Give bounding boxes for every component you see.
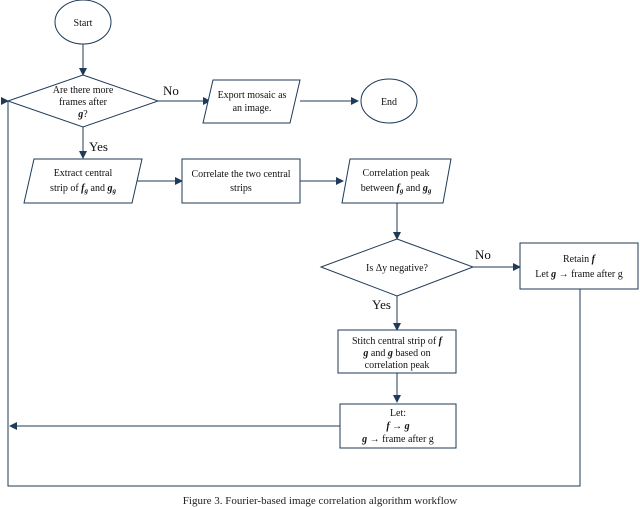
peak-line1: Correlation peak	[363, 168, 430, 179]
label-yes-dy-negative: Yes	[372, 297, 391, 312]
extract-var-f: f	[81, 183, 86, 194]
label-yes-more-frames: Yes	[89, 139, 108, 154]
node-export: Export mosaic as an image.	[202, 79, 301, 124]
let-arrow: →	[390, 421, 405, 432]
edges	[4, 44, 581, 487]
more-frames-question: ?	[83, 109, 88, 120]
stitch-line1-prefix: Stitch central strip of	[352, 336, 439, 347]
node-correlation-peak: Correlation peak between fg and gg	[341, 158, 452, 204]
label-no-more-frames: No	[163, 83, 179, 98]
stitch-var-g-b: g	[387, 348, 393, 359]
extract-sub-g2: g	[111, 187, 116, 195]
peak-var-g: g	[422, 183, 428, 194]
more-frames-line3: g?	[77, 109, 88, 120]
node-stitch: Stitch central strip of f g and g based …	[337, 329, 457, 374]
let-var-g: g	[404, 421, 410, 432]
export-line1: Export mosaic as	[218, 90, 287, 101]
node-more-frames-decision: Are there more frames after g?	[6, 74, 160, 128]
peak-mid: and	[403, 183, 422, 194]
stitch-line2-mid: and	[368, 348, 387, 359]
node-end: End	[360, 78, 418, 124]
retain-line1-prefix: Retain	[563, 254, 592, 265]
stitch-line3: correlation peak	[365, 360, 430, 371]
extract-line1: Extract central	[54, 168, 113, 179]
extract-line2-prefix: strip of	[50, 183, 81, 194]
retain-line2-suffix: → frame after g	[556, 269, 623, 280]
stitch-var-g-a: g	[362, 348, 368, 359]
let-line3: g → frame after g	[361, 434, 434, 445]
let-line3-suffix: → frame after g	[367, 434, 434, 445]
node-start-label: Start	[74, 18, 93, 29]
dy-negative-label: Is Δy negative?	[366, 263, 429, 274]
peak-var-f: f	[397, 183, 402, 194]
let-var-g2: g	[361, 434, 367, 445]
retain-line2: Let g → frame after g	[535, 269, 622, 280]
peak-line2-prefix: between	[361, 183, 397, 194]
label-no-dy-negative: No	[475, 247, 491, 262]
edge-retain-loop-back	[4, 100, 581, 487]
retain-line1: Retain f	[563, 254, 597, 265]
node-correlate: Correlate the two central strips	[181, 158, 301, 204]
stitch-line1: Stitch central strip of f	[352, 336, 444, 347]
node-start: Start	[54, 0, 112, 45]
extract-sub-g: g	[84, 187, 89, 195]
retain-var-g: g	[550, 269, 556, 280]
node-end-label: End	[381, 97, 397, 108]
more-frames-line2: frames after	[59, 97, 108, 108]
peak-sub-g: g	[399, 187, 404, 195]
retain-var-f: f	[592, 254, 597, 265]
extract-line2: strip of fg and gg	[50, 183, 116, 195]
figure-caption: Figure 3. Fourier-based image correlatio…	[182, 495, 458, 507]
node-retain: Retain f Let g → frame after g	[519, 242, 639, 290]
correlate-line2: strips	[230, 183, 252, 194]
more-frames-var-g: g	[77, 109, 83, 120]
let-line1: Let:	[390, 408, 406, 419]
peak-line2: between fg and gg	[361, 183, 432, 195]
node-let: Let: f → g g → frame after g	[339, 403, 457, 449]
node-dy-negative-decision: Is Δy negative?	[319, 238, 475, 297]
let-line2: f → g	[386, 421, 409, 432]
stitch-line2: g and g based on	[362, 348, 430, 359]
peak-sub-g2: g	[427, 187, 432, 195]
export-line2: an image.	[233, 103, 272, 114]
let-var-f: f	[386, 421, 391, 432]
extract-mid: and	[88, 183, 107, 194]
node-extract: Extract central strip of fg and gg	[23, 158, 143, 204]
extract-var-g: g	[106, 183, 112, 194]
stitch-line2-suffix: based on	[393, 348, 431, 359]
correlate-line1: Correlate the two central	[191, 169, 290, 180]
more-frames-line1: Are there more	[53, 85, 114, 96]
retain-line2-prefix: Let	[535, 269, 551, 280]
stitch-var-f: f	[439, 336, 444, 347]
